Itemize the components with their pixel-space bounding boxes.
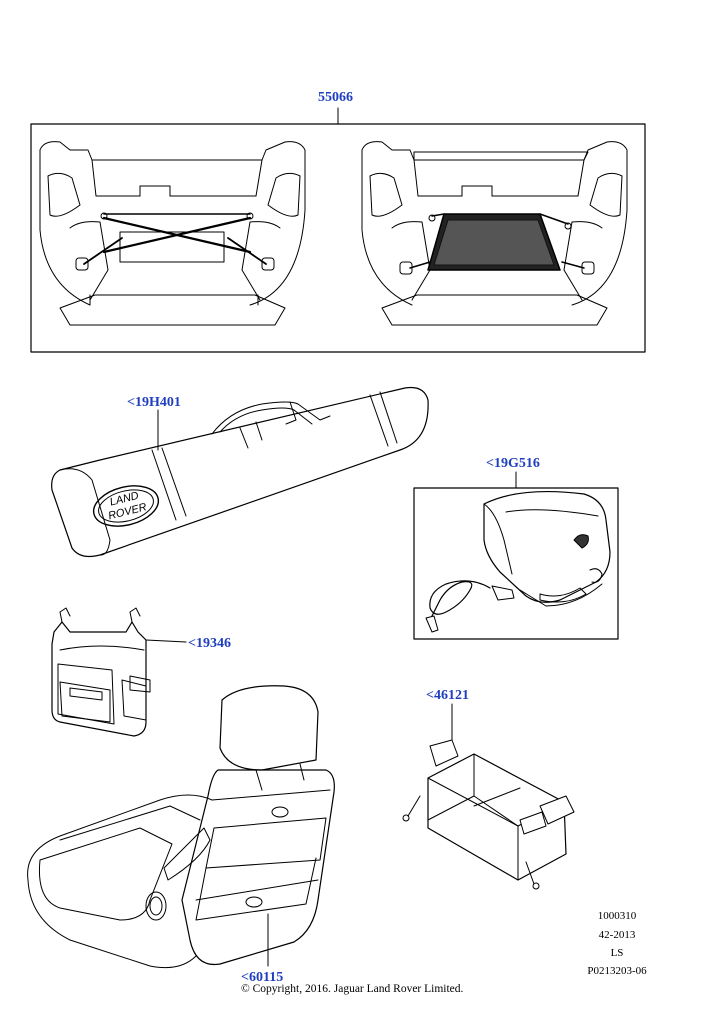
leader-19346 bbox=[145, 639, 187, 643]
folding-storage-box bbox=[402, 703, 575, 890]
callout-60115[interactable]: <60115 bbox=[241, 970, 284, 985]
ski-bag bbox=[51, 386, 429, 558]
inflator-frame bbox=[413, 487, 619, 640]
cargo-net-panel bbox=[30, 107, 646, 353]
callout-19h401[interactable]: <19H401 bbox=[127, 395, 181, 410]
drawing-ref-line2: 42-2013 bbox=[598, 929, 636, 941]
seat-organiser-bag bbox=[51, 607, 187, 737]
callout-19346[interactable]: <19346 bbox=[188, 636, 231, 651]
callout-55066[interactable]: 55066 bbox=[318, 90, 353, 105]
cargo-net-frame bbox=[30, 123, 646, 353]
land-rover-logo bbox=[92, 485, 160, 527]
boot-illustration-right bbox=[361, 141, 628, 326]
drawing-ref-line1: 1000310 bbox=[597, 910, 637, 922]
callout-19g516[interactable]: <19G516 bbox=[486, 456, 540, 471]
drawing-ref-line4: P0213203-06 bbox=[587, 965, 647, 977]
drawing-ref-line3: LS bbox=[610, 947, 624, 959]
tyre-inflator bbox=[413, 471, 619, 640]
callout-46121[interactable]: <46121 bbox=[426, 688, 469, 703]
copyright-notice: © Copyright, 2016. Jaguar Land Rover Lim… bbox=[241, 983, 464, 995]
seat-back-organiser bbox=[27, 685, 335, 969]
boot-illustration-left bbox=[39, 141, 306, 326]
